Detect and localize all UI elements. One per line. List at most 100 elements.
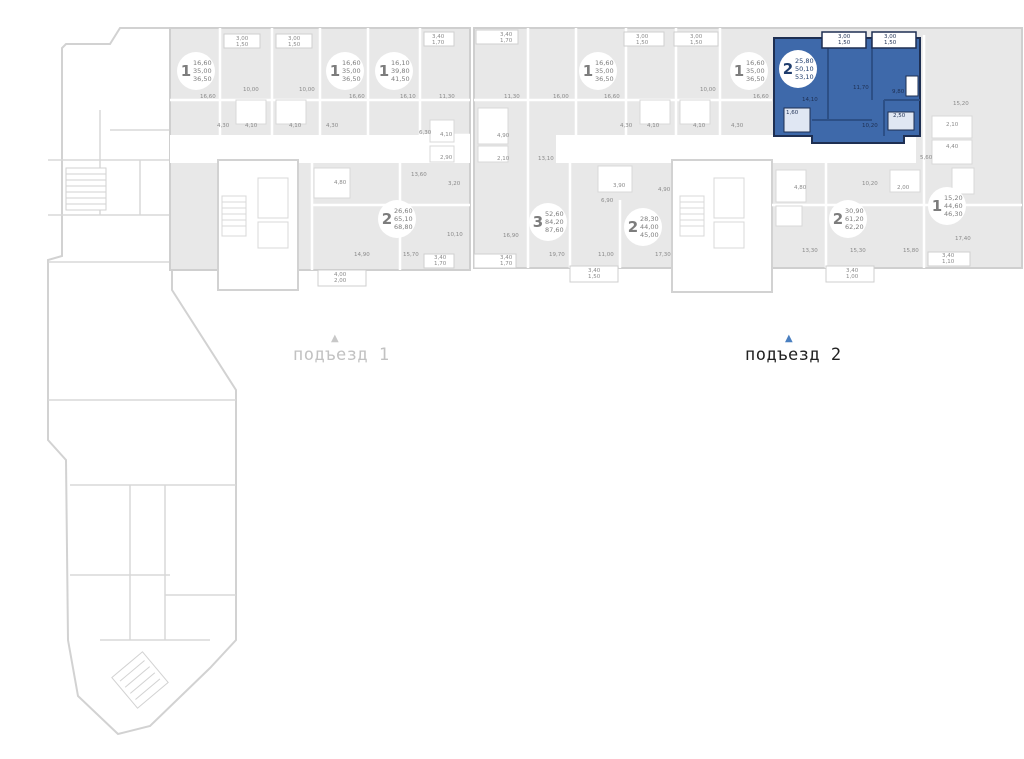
total-area-with-balcony: 45,00 bbox=[640, 231, 659, 239]
total-area: 44,00 bbox=[640, 223, 659, 231]
room-area-label: 2,50 bbox=[893, 113, 906, 119]
total-area: 35,00 bbox=[193, 67, 212, 75]
entrance-2-label[interactable]: подъезд 2 bbox=[745, 345, 842, 365]
room-area-label: 16,60 bbox=[604, 94, 620, 100]
room-area-label: 2,10 bbox=[497, 156, 510, 162]
room-area-label: 16,60 bbox=[753, 94, 769, 100]
room-area-label: 4,30 bbox=[326, 123, 339, 129]
room-count: 2 bbox=[381, 210, 393, 228]
total-area: 65,10 bbox=[394, 215, 413, 223]
entrance-2-arrow-icon: ▲ bbox=[785, 333, 793, 344]
total-area: 35,00 bbox=[342, 67, 361, 75]
room-area-label: 1,60 bbox=[786, 110, 799, 116]
entrance-1-arrow-icon: ▲ bbox=[331, 333, 339, 344]
living-area: 16,60 bbox=[746, 59, 765, 67]
total-area-with-balcony: 68,80 bbox=[394, 223, 413, 231]
living-area: 15,20 bbox=[944, 194, 963, 202]
living-area: 16,60 bbox=[342, 59, 361, 67]
room-area-label: 14,10 bbox=[802, 97, 818, 103]
living-area: 28,30 bbox=[640, 215, 659, 223]
room-area-label: 3,20 bbox=[448, 181, 461, 187]
total-area: 50,10 bbox=[795, 65, 814, 73]
room-area-label: 4,10 bbox=[289, 123, 302, 129]
room-area-label: 11,30 bbox=[504, 94, 520, 100]
room-area-label: 10,10 bbox=[447, 232, 463, 238]
room-area-label: 13,10 bbox=[538, 156, 554, 162]
room-count: 3 bbox=[532, 213, 544, 231]
room-area-label: 13,30 bbox=[802, 248, 818, 254]
room-area-label: 10,00 bbox=[299, 87, 315, 93]
room-area-label: 4,10 bbox=[693, 123, 706, 129]
room-area-label: 16,90 bbox=[503, 233, 519, 239]
room-area-label: 6,30 bbox=[419, 130, 432, 136]
room-count: 1 bbox=[180, 62, 192, 80]
room-area-label: 16,60 bbox=[200, 94, 216, 100]
room-count: 1 bbox=[582, 62, 594, 80]
total-area-with-balcony: 46,30 bbox=[944, 210, 963, 218]
room-count: 2 bbox=[782, 60, 794, 78]
room-area-label: 9,80 bbox=[892, 89, 905, 95]
living-area: 25,80 bbox=[795, 57, 814, 65]
room-area-label: 2,10 bbox=[946, 122, 959, 128]
living-area: 16,60 bbox=[595, 59, 614, 67]
room-area-label: 16,60 bbox=[349, 94, 365, 100]
total-area-with-balcony: 36,50 bbox=[595, 75, 614, 83]
living-area: 30,90 bbox=[845, 207, 864, 215]
total-area: 39,80 bbox=[391, 67, 410, 75]
room-area-label: 4,40 bbox=[946, 144, 959, 150]
room-area-label: 14,90 bbox=[354, 252, 370, 258]
room-area-label: 19,70 bbox=[549, 252, 565, 258]
room-area-label: 15,80 bbox=[903, 248, 919, 254]
living-area: 52,60 bbox=[545, 210, 564, 218]
room-count: 1 bbox=[733, 62, 745, 80]
room-area-label: 17,30 bbox=[655, 252, 671, 258]
room-area-label: 4,10 bbox=[647, 123, 660, 129]
room-area-label: 11,00 bbox=[598, 252, 614, 258]
entrance-1-label[interactable]: подъезд 1 bbox=[293, 345, 390, 365]
room-area-label: 16,00 bbox=[553, 94, 569, 100]
total-area: 84,20 bbox=[545, 218, 564, 226]
room-area-label: 11,30 bbox=[439, 94, 455, 100]
total-area-with-balcony: 36,50 bbox=[193, 75, 212, 83]
room-area-label: 4,90 bbox=[658, 187, 671, 193]
room-count: 1 bbox=[378, 62, 390, 80]
room-area-label: 3,90 bbox=[613, 183, 626, 189]
room-area-label: 2,00 bbox=[897, 185, 910, 191]
room-area-label: 4,30 bbox=[731, 123, 744, 129]
left-wing-partitions bbox=[48, 110, 236, 641]
total-area: 35,00 bbox=[746, 67, 765, 75]
total-area-with-balcony: 36,50 bbox=[342, 75, 361, 83]
room-area-label: 4,80 bbox=[334, 180, 347, 186]
room-area-label: 5,60 bbox=[920, 155, 933, 161]
room-area-label: 16,10 bbox=[400, 94, 416, 100]
room-area-label: 4,90 bbox=[497, 133, 510, 139]
total-area: 35,00 bbox=[595, 67, 614, 75]
living-area: 16,60 bbox=[193, 59, 212, 67]
room-area-label: 10,00 bbox=[700, 87, 716, 93]
total-area-with-balcony: 41,50 bbox=[391, 75, 410, 83]
room-area-label: 15,20 bbox=[953, 101, 969, 107]
room-area-label: 4,30 bbox=[217, 123, 230, 129]
room-count: 2 bbox=[627, 218, 639, 236]
